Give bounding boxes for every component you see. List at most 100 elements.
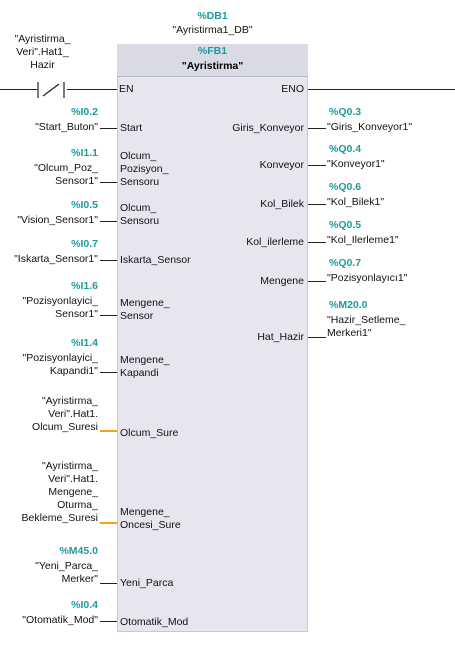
- input-wire-time: [100, 522, 117, 524]
- output-address: %M20.0: [329, 299, 368, 311]
- input-tag[interactable]: "Start_Buton": [35, 121, 98, 133]
- output-tag[interactable]: "Kol_Bilek1": [327, 196, 385, 208]
- input-wire: [100, 583, 117, 584]
- normally-closed-contact-icon[interactable]: [35, 80, 69, 100]
- input-tag[interactable]: "Ayristirma_ Veri".Hat1. Olcum_Suresi: [0, 395, 98, 434]
- pin-line: Olcum_: [120, 202, 157, 214]
- pin-line: Mengene_: [120, 506, 170, 518]
- input-address: %I0.4: [71, 599, 98, 611]
- contact-label-line: Veri".Hat1_: [16, 46, 69, 58]
- input-tag-line: Sensor1": [55, 175, 98, 187]
- contact-label-line: "Ayristirma_: [14, 33, 71, 45]
- en-line: [67, 89, 117, 90]
- input-tag[interactable]: "Yeni_Parca_ Merker": [0, 560, 98, 586]
- power-rail-line: [0, 89, 37, 90]
- input-pin-mengene-kapandi: Mengene_ Kapandi: [120, 354, 170, 380]
- pin-line: Kapandi: [120, 367, 159, 379]
- input-tag[interactable]: "Pozisyonlayici_ Kapandi1": [0, 352, 98, 378]
- input-tag-line: "Olcum_Poz_: [34, 162, 98, 174]
- input-tag-line: Merker": [61, 573, 98, 585]
- input-tag-line: "Pozisyonlayici_: [22, 352, 98, 364]
- pin-line: Pozisyon_: [120, 163, 169, 175]
- input-address: %I1.6: [71, 280, 98, 292]
- db-name[interactable]: "Ayristirma1_DB": [172, 24, 253, 36]
- input-address: %I1.4: [71, 337, 98, 349]
- pin-line: Mengene_: [120, 354, 170, 366]
- input-tag-line: "Ayristirma_: [41, 460, 98, 472]
- contact-label-line: Hazir: [30, 59, 55, 71]
- output-pin-hat-hazir: Hat_Hazir: [257, 331, 304, 343]
- input-tag[interactable]: "Iskarta_Sensor1": [14, 253, 98, 265]
- fb-name: "Ayristirma": [181, 60, 244, 72]
- input-tag-line: Veri".Hat1.: [48, 408, 98, 420]
- input-pin-mengene-sensor: Mengene_ Sensor: [120, 297, 170, 323]
- function-block-header: [117, 44, 308, 77]
- input-pin-olcum-sensoru: Olcum_ Sensoru: [120, 202, 159, 228]
- input-address: %I1.1: [71, 147, 98, 159]
- input-wire: [100, 182, 117, 183]
- output-pin-kol-bilek: Kol_Bilek: [260, 198, 304, 210]
- input-tag-line: Olcum_Suresi: [32, 421, 98, 433]
- input-tag-line: Veri".Hat1.: [48, 473, 98, 485]
- output-tag[interactable]: "Kol_Ilerleme1": [327, 234, 399, 246]
- pin-line: Olcum_: [120, 150, 157, 162]
- input-tag[interactable]: "Olcum_Poz_ Sensor1": [0, 162, 98, 188]
- input-pin-otomatik-mod: Otomatik_Mod: [120, 616, 189, 628]
- input-tag-line: Bekleme_Suresi: [21, 512, 98, 524]
- output-pin-giris-konveyor: Giris_Konveyor: [232, 122, 304, 134]
- input-address: %I0.7: [71, 238, 98, 250]
- pin-line: Sensor: [120, 310, 154, 322]
- eno-line: [308, 89, 455, 90]
- pin-line: Sensoru: [120, 215, 160, 227]
- input-address: %M45.0: [59, 545, 98, 557]
- input-tag-line: Mengene_: [48, 486, 98, 498]
- input-tag-line: Kapandi1": [49, 365, 98, 377]
- output-address: %Q0.7: [329, 257, 362, 269]
- output-tag[interactable]: "Pozisyonlayıcı1": [327, 272, 408, 284]
- input-pin-olcum-sure: Olcum_Sure: [120, 427, 179, 439]
- input-address: %I0.2: [71, 106, 98, 118]
- input-wire: [100, 315, 117, 316]
- output-wire: [308, 281, 326, 282]
- output-tag[interactable]: "Konveyor1": [327, 158, 385, 170]
- output-pin-konveyor: Konveyor: [259, 159, 304, 171]
- output-address: %Q0.3: [329, 106, 362, 118]
- contact-label: "Ayristirma_ Veri".Hat1_ Hazir: [0, 33, 85, 72]
- input-pin-mengene-oncesi-sure: Mengene_ Oncesi_Sure: [120, 506, 181, 532]
- output-wire: [308, 165, 326, 166]
- input-tag-line: "Ayristirma_: [41, 395, 98, 407]
- pin-line: Oncesi_Sure: [120, 519, 181, 531]
- input-wire: [100, 221, 117, 222]
- output-address: %Q0.6: [329, 181, 362, 193]
- pin-line: Mengene_: [120, 297, 170, 309]
- input-wire: [100, 128, 117, 129]
- output-pin-kol-ilerleme: Kol_ilerleme: [246, 236, 304, 248]
- en-pin: EN: [119, 83, 134, 95]
- input-pin-olcum-pozisyon: Olcum_ Pozisyon_ Sensoru: [120, 150, 168, 189]
- output-tag[interactable]: "Hazir_Setleme_ Merkeri1": [327, 314, 405, 340]
- output-tag-line: "Hazir_Setleme_: [327, 314, 406, 326]
- output-wire: [308, 337, 326, 338]
- output-tag[interactable]: "Giris_Konveyor1": [327, 121, 413, 133]
- db-address: %DB1: [197, 10, 228, 22]
- function-block-box[interactable]: [117, 44, 308, 632]
- input-pin-start: Start: [120, 122, 143, 134]
- pin-line: Sensoru: [120, 176, 160, 188]
- input-tag-line: Sensor1": [55, 308, 98, 320]
- output-tag-line: Merkeri1": [327, 327, 372, 339]
- eno-pin: ENO: [281, 83, 304, 95]
- input-tag-line: "Yeni_Parca_: [35, 560, 98, 572]
- input-tag[interactable]: "Vision_Sensor1": [17, 214, 98, 226]
- input-pin-yeni-parca: Yeni_Parca: [120, 577, 174, 589]
- output-address: %Q0.5: [329, 219, 362, 231]
- fb-address: %FB1: [197, 45, 228, 57]
- input-wire: [100, 621, 117, 622]
- input-wire: [100, 260, 117, 261]
- input-tag[interactable]: "Ayristirma_ Veri".Hat1. Mengene_ Oturma…: [0, 460, 98, 525]
- output-address: %Q0.4: [329, 143, 362, 155]
- input-tag[interactable]: "Otomatik_Mod": [22, 614, 98, 626]
- input-tag[interactable]: "Pozisyonlayici_ Sensor1": [0, 295, 98, 321]
- input-wire-time: [100, 430, 117, 432]
- output-pin-mengene: Mengene: [260, 275, 304, 287]
- input-address: %I0.5: [71, 199, 98, 211]
